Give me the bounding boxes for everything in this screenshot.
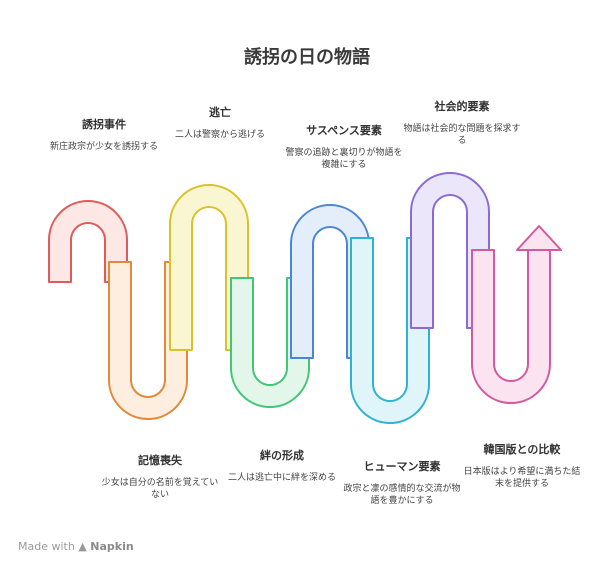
step-3-description: 二人は警察から逃げる (174, 130, 265, 140)
step-1-heading: 誘拐事件 (82, 118, 126, 131)
step-2-description: 少女は自分の名前を覚えていない (101, 478, 219, 500)
step-8-label: 韓国版との比較 日本版はより希望に満ちた結末を提供する (462, 443, 582, 490)
step-3-label: 逃亡 二人は警察から逃げる (160, 106, 280, 141)
footer-credit: Made with ▲ Napkin (18, 540, 134, 553)
path-segment-4 (230, 277, 310, 408)
step-4-description: 二人は逃亡中に絆を深める (227, 473, 336, 483)
path-segment-1-shape (48, 200, 128, 283)
path-segment-8 (471, 249, 551, 404)
path-segment-3-shape (169, 184, 249, 351)
footer-prefix: Made with (18, 540, 75, 553)
path-segment-3 (169, 184, 249, 351)
step-3-heading: 逃亡 (209, 106, 231, 119)
step-2-label: 記憶喪失 少女は自分の名前を覚えていない (100, 454, 220, 501)
step-4-label: 絆の形成 二人は逃亡中に絆を深める (222, 449, 342, 484)
step-6-heading: ヒューマン要素 (363, 460, 441, 473)
step-8-description: 日本版はより希望に満ちた結末を提供する (463, 467, 581, 489)
path-segment-4-shape (230, 277, 310, 408)
page-title: 誘拐の日の物語 (244, 47, 370, 68)
step-7-label: 社会的要素 物語は社会的な問題を探求する (402, 100, 522, 147)
step-2-heading: 記憶喪失 (138, 454, 182, 467)
step-4-heading: 絆の形成 (260, 449, 304, 462)
path-segment-7 (410, 172, 490, 329)
step-1-description: 新庄政宗が少女を誘拐する (49, 142, 158, 152)
step-5-heading: サスペンス要素 (306, 124, 382, 137)
step-1-label: 誘拐事件 新庄政宗が少女を誘拐する (44, 118, 164, 153)
step-7-heading: 社会的要素 (434, 100, 490, 113)
step-8-heading: 韓国版との比較 (483, 443, 561, 456)
step-5-description: 警察の追跡と裏切りが物語を複雑にする (285, 148, 403, 170)
footer-brand: Napkin (90, 540, 134, 553)
path-segment-6 (350, 237, 430, 424)
path-segment-2-shape (108, 261, 188, 420)
path-segment-7-shape (410, 172, 490, 329)
path-segment-8-shape (471, 249, 551, 404)
path-segment-1 (48, 200, 128, 283)
napkin-logo-icon: ▲ (78, 540, 87, 553)
arrow-head-icon (516, 225, 562, 251)
path-segment-6-shape (350, 237, 430, 424)
step-6-description: 政宗と凜の感情的な交流が物語を豊かにする (343, 484, 461, 506)
path-segment-2 (108, 261, 188, 420)
step-5-label: サスペンス要素 警察の追跡と裏切りが物語を複雑にする (282, 124, 406, 171)
step-6-label: ヒューマン要素 政宗と凜の感情的な交流が物語を豊かにする (342, 460, 462, 507)
step-7-description: 物語は社会的な問題を探求する (403, 124, 521, 146)
